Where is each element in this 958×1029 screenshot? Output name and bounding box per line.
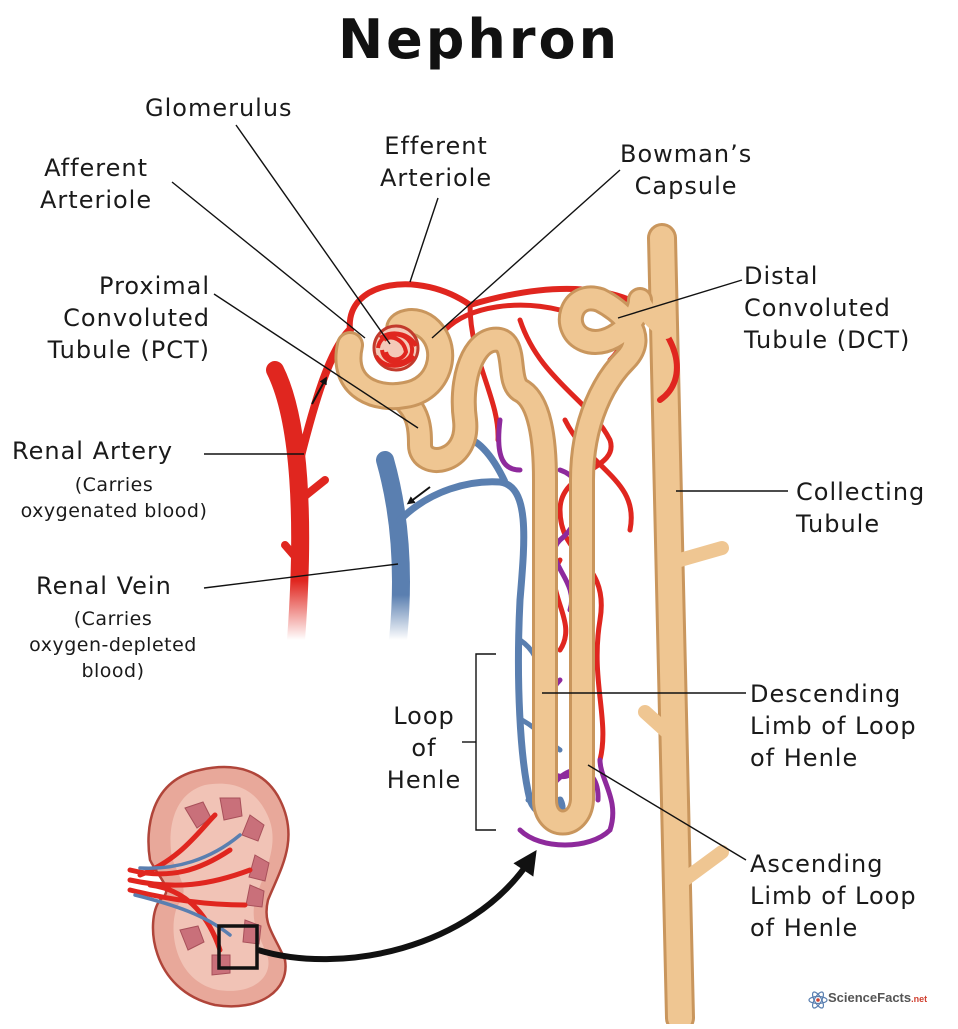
- glomerulus: [372, 324, 420, 372]
- label-collecting-tubule: Collecting Tubule: [796, 478, 926, 538]
- atom-logo-icon: [808, 991, 828, 1009]
- label-descending-limb: Descending Limb of Loop of Henle: [750, 680, 917, 772]
- label-renal-artery: Renal Artery: [12, 437, 174, 465]
- label-efferent-arteriole: Efferent Arteriole: [380, 132, 493, 192]
- leader-lines: [171, 124, 788, 861]
- diagram-title: Nephron: [337, 8, 621, 71]
- label-pct: Proximal Convoluted Tubule (PCT): [47, 272, 210, 364]
- label-ascending-limb: Ascending Limb of Loop of Henle: [750, 850, 917, 942]
- label-afferent-arteriole: Afferent Arteriole: [40, 154, 153, 214]
- inset-pointer-arrow: [257, 850, 537, 963]
- flow-arrows: [311, 376, 431, 505]
- label-renal-vein-note: (Carries oxygen-depleted blood): [29, 608, 197, 682]
- label-glomerulus: Glomerulus: [145, 94, 293, 122]
- label-dct: Distal Convoluted Tubule (DCT): [744, 262, 911, 354]
- tubule: [334, 285, 674, 836]
- inset-highlight-box: [217, 924, 259, 970]
- sciencefacts-logo: ScienceFacts.net: [828, 990, 928, 1005]
- label-bowmans-capsule: Bowman’s Capsule: [620, 140, 753, 200]
- collecting-tubule: [638, 223, 729, 1029]
- kidney-inset: [127, 765, 537, 1008]
- label-renal-artery-note: (Carries oxygenated blood): [20, 474, 208, 522]
- label-loop-of-henle: Loop of Henle: [386, 702, 462, 794]
- label-renal-vein: Renal Vein: [36, 572, 172, 600]
